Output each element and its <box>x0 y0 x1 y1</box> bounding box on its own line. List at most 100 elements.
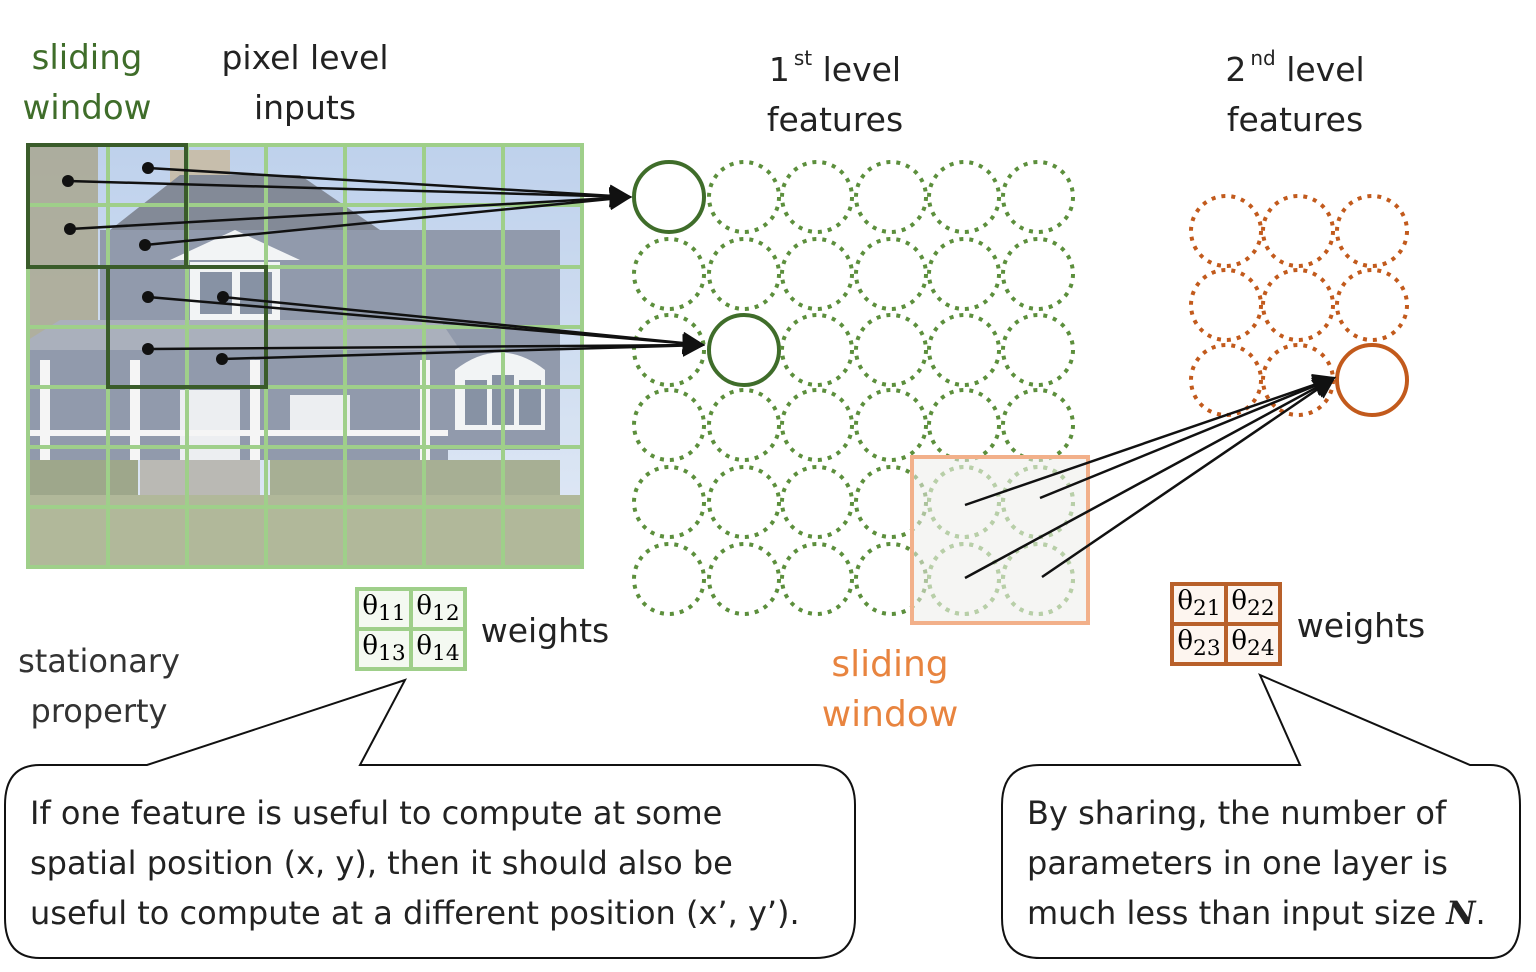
source-dot <box>142 343 154 355</box>
window-feature-node <box>1001 465 1075 539</box>
left-callout-text: If one feature is useful to compute at s… <box>30 788 840 938</box>
feature-node-active <box>632 160 706 234</box>
weights-table-level2: θ21 θ22 θ23 θ24 <box>1170 582 1282 666</box>
source-dot <box>62 175 74 187</box>
second-level-superscript: nd <box>1250 46 1276 70</box>
right-callout-bubble <box>1001 673 1521 959</box>
feature-node <box>927 313 1001 387</box>
feature-node <box>1001 388 1075 462</box>
second-level-word: level <box>1275 50 1365 89</box>
weight-cell: θ22 <box>1224 582 1282 626</box>
weight-cell: θ14 <box>409 627 467 671</box>
first-level-window-circles <box>927 465 1075 616</box>
weights-label-level2: weights <box>1296 606 1426 645</box>
house-image <box>28 145 580 565</box>
feature-node <box>780 237 854 311</box>
feature-node <box>854 237 928 311</box>
connection-line <box>1041 376 1336 579</box>
feature-node <box>1001 237 1075 311</box>
feature-node-active <box>707 313 781 387</box>
weights-label-level1: weights <box>480 611 610 650</box>
second-level-feature-map <box>1189 194 1409 417</box>
sliding-window-label-green: sliding window <box>22 38 152 128</box>
window-feature-node <box>927 542 1001 616</box>
feature-node <box>632 313 706 387</box>
pixel-level-inputs-label: pixel level inputs <box>221 38 389 127</box>
feature-node <box>632 388 706 462</box>
left-callout-line: useful to compute at a different positio… <box>30 894 800 932</box>
second-level-node-active <box>1335 343 1409 417</box>
feature-node <box>780 465 854 539</box>
second-level-node <box>1335 268 1409 342</box>
feature-node <box>1001 160 1075 234</box>
right-callout-text: By sharing, the number of parameters in … <box>1027 788 1507 938</box>
first-level-word: level <box>812 50 902 89</box>
sliding-window-box-2 <box>106 265 268 389</box>
right-callout-line: parameters in one layer is <box>1027 844 1448 882</box>
feature-node <box>1001 313 1075 387</box>
second-level-node <box>1261 194 1335 268</box>
right-callout-line: much less than input size N. <box>1027 894 1486 932</box>
feature-node <box>707 542 781 616</box>
source-dot <box>139 239 151 251</box>
second-level-features-word: features <box>1226 100 1364 139</box>
connection-line <box>1039 375 1337 500</box>
connection-arrows <box>62 162 1337 580</box>
source-dot <box>216 353 228 365</box>
feature-node <box>927 388 1001 462</box>
feature-node <box>780 160 854 234</box>
source-dot <box>217 291 229 303</box>
feature-node <box>632 542 706 616</box>
weights-table-level1: θ11 θ12 θ13 θ14 <box>355 587 467 671</box>
pixel-sliding-windows <box>26 143 268 389</box>
first-level-number: 1 <box>768 50 790 89</box>
connection-line <box>221 334 706 361</box>
feature-node <box>780 313 854 387</box>
weight-cell: θ13 <box>355 627 413 671</box>
second-level-number: 2 <box>1225 50 1247 89</box>
second-level-node <box>1189 268 1263 342</box>
weight-cell: θ23 <box>1170 622 1228 666</box>
second-level-node <box>1261 343 1335 417</box>
source-dot <box>64 223 76 235</box>
weight-cell: θ21 <box>1170 582 1228 626</box>
connection-line <box>147 166 633 208</box>
connection-line <box>964 373 1337 507</box>
second-level-node <box>1189 343 1263 417</box>
feature-node <box>707 388 781 462</box>
weight-cell: θ24 <box>1224 622 1282 666</box>
connection-line <box>222 295 706 355</box>
feature-node <box>854 313 928 387</box>
second-level-node <box>1189 194 1263 268</box>
sliding-window-label-orange: sliding window <box>821 644 959 735</box>
feature-node <box>854 160 928 234</box>
stationary-property-label: stationary property <box>18 642 180 730</box>
pixel-cell <box>501 505 584 569</box>
first-level-superscript: st <box>793 46 813 70</box>
connection-line <box>147 333 706 357</box>
left-callout-line: If one feature is useful to compute at s… <box>30 794 723 832</box>
connection-line <box>964 376 1336 580</box>
source-dot <box>142 162 154 174</box>
feature-node <box>854 388 928 462</box>
feature-node <box>927 237 1001 311</box>
connection-line <box>144 187 633 247</box>
source-dot <box>142 291 154 303</box>
feature-node <box>927 160 1001 234</box>
weight-cell: θ11 <box>355 587 413 631</box>
first-level-features-word: features <box>766 100 904 139</box>
window-feature-node <box>927 465 1001 539</box>
feature-node <box>707 465 781 539</box>
orange-sliding-window <box>910 455 1090 625</box>
connection-line <box>67 179 633 208</box>
feature-node <box>707 237 781 311</box>
left-callout-bubble <box>4 678 856 959</box>
connection-line <box>69 186 633 231</box>
left-callout-line: spatial position (x, y), then it should … <box>30 844 733 882</box>
feature-node <box>707 160 781 234</box>
feature-node <box>632 237 706 311</box>
